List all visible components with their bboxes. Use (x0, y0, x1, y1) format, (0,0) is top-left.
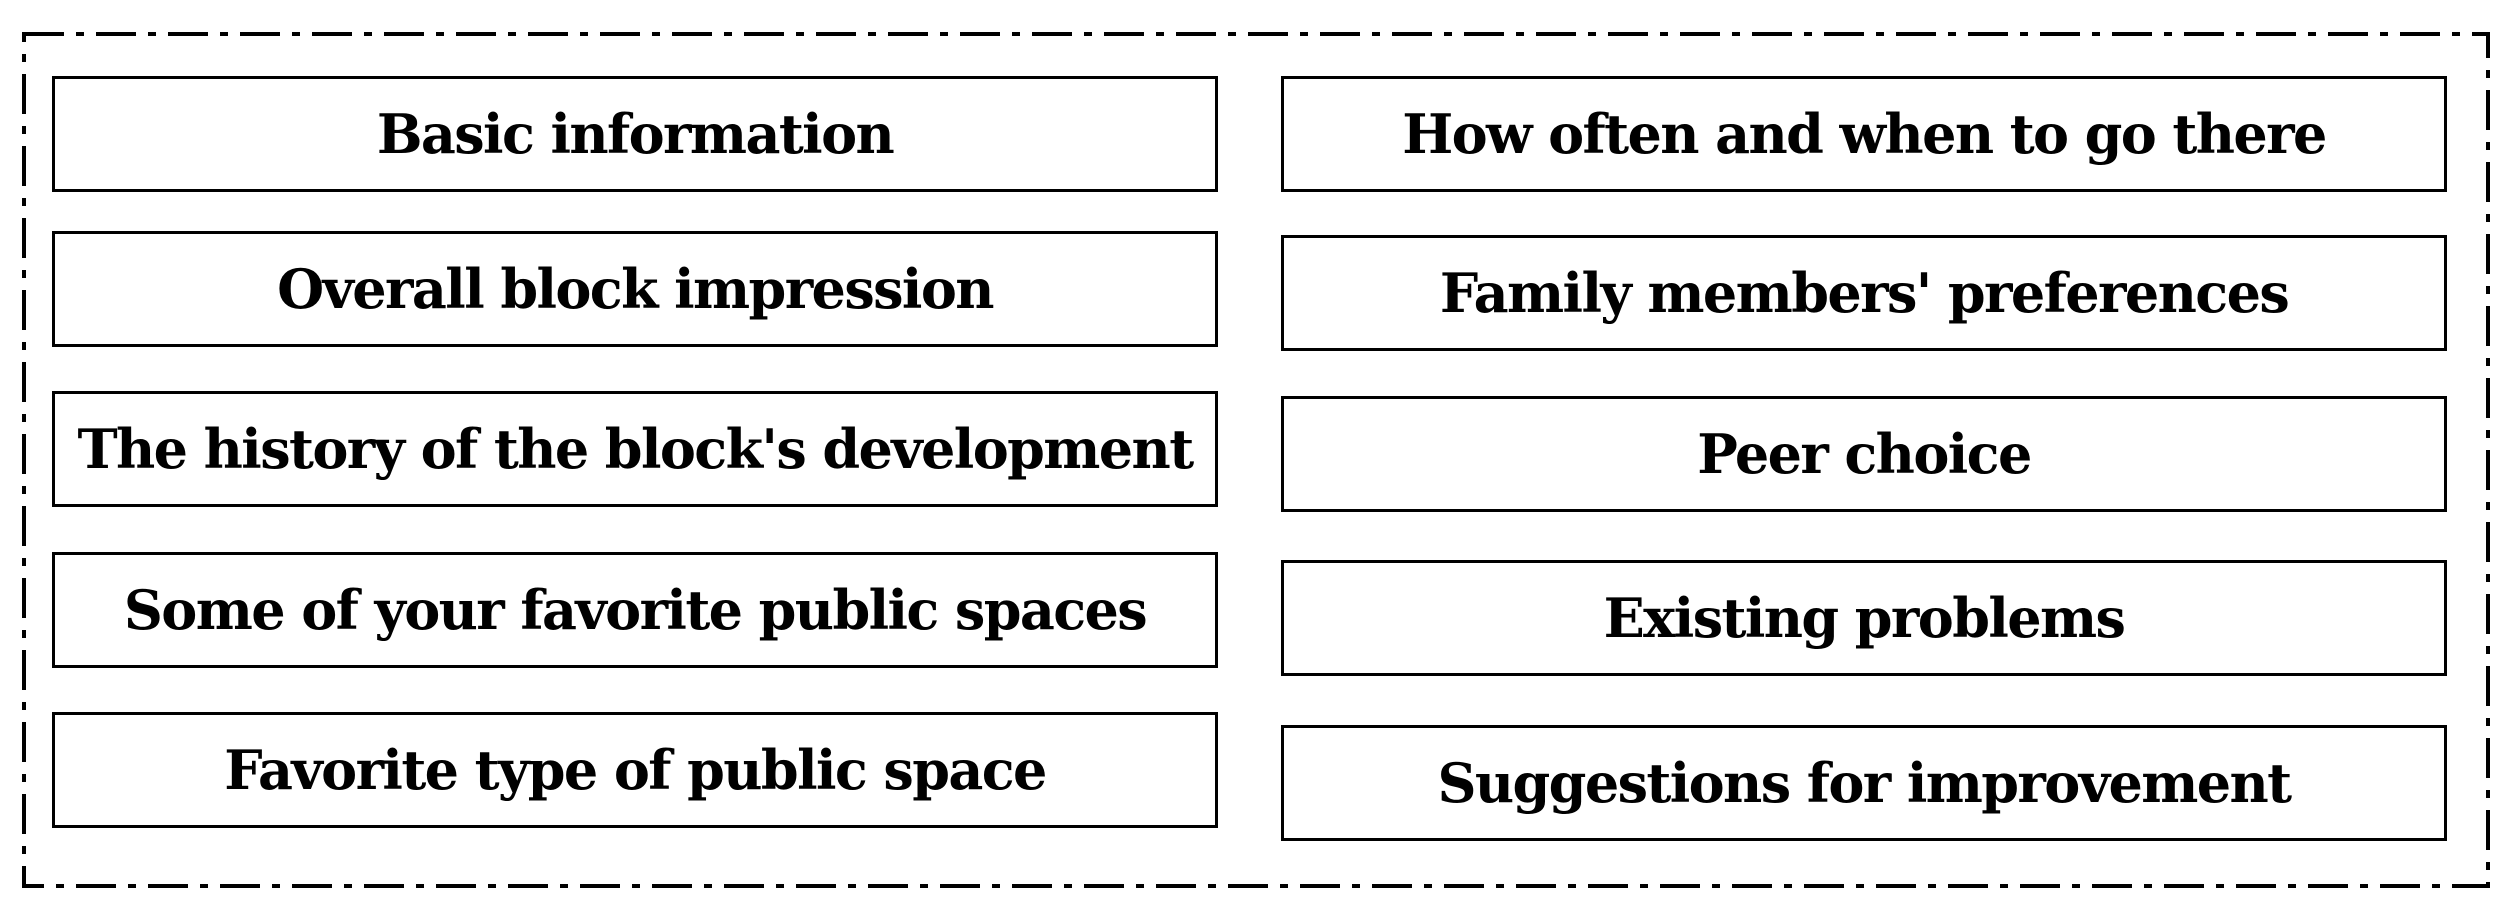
topic-box-suggestions-for-improvement: Suggestions for improvement (1281, 725, 2447, 841)
topic-box-favorite-space-type: Favorite type of public space (52, 712, 1218, 828)
topic-box-family-preferences: Family members' preferences (1281, 235, 2447, 351)
topic-box-frequency-and-timing: How often and when to go there (1281, 76, 2447, 192)
topic-box-favorite-public-spaces: Some of your favorite public spaces (52, 552, 1218, 668)
topic-box-peer-choice: Peer choice (1281, 396, 2447, 512)
topic-box-overall-block-impression: Overall block impression (52, 231, 1218, 347)
topic-box-block-history: The history of the block's development (52, 391, 1218, 507)
topic-box-existing-problems: Existing problems (1281, 560, 2447, 676)
topic-box-basic-information: Basic information (52, 76, 1218, 192)
